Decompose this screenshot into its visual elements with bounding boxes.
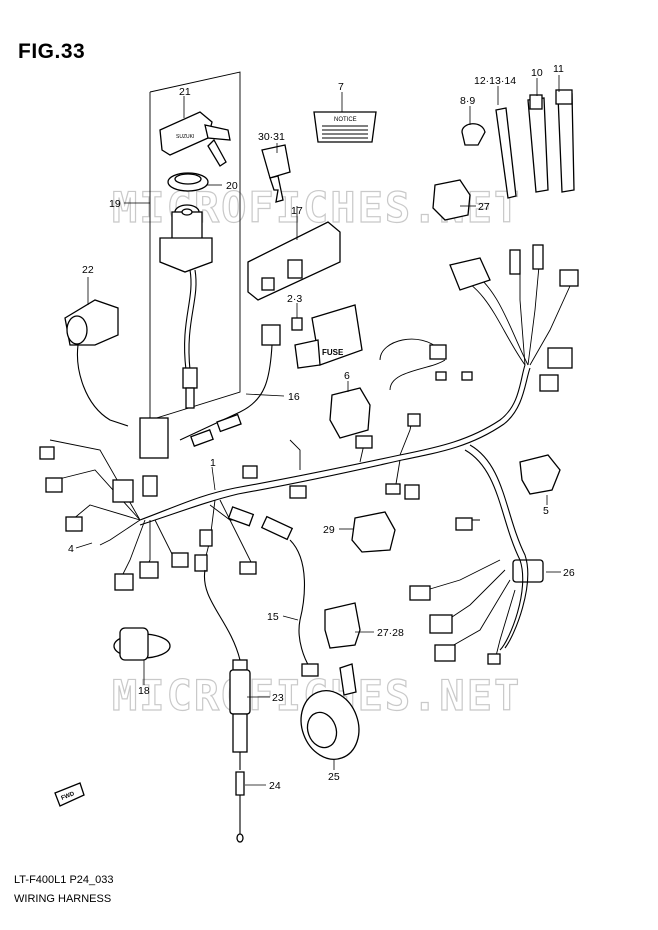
model-code: LT-F400L1 P24_033	[14, 874, 114, 886]
sub-harness-15	[289, 539, 319, 677]
callout-4: 4	[68, 543, 74, 555]
starter-relay	[324, 602, 361, 649]
fuse-holder: FUSE	[294, 304, 363, 369]
callout-23: 23	[272, 692, 284, 704]
callout-5: 5	[543, 505, 549, 517]
callout-10: 10	[531, 67, 543, 79]
sensor-18	[113, 627, 171, 661]
figure-title: FIG.33	[18, 40, 86, 63]
forward-arrow: FWD	[54, 782, 85, 807]
callout-15: 15	[267, 611, 279, 623]
callout-2-3: 2·3	[287, 293, 302, 305]
callout-18: 18	[138, 685, 150, 697]
callout-20: 20	[226, 180, 238, 192]
callout-27: 27	[478, 201, 490, 213]
cable-ties	[461, 89, 575, 199]
callout-30-31: 30·31	[258, 131, 285, 143]
section-name: WIRING HARNESS	[14, 893, 112, 905]
fuse-box-bracket	[247, 221, 341, 301]
notice-label: NOTICE	[313, 111, 377, 143]
coupler-top	[432, 179, 471, 221]
callout-1: 1	[210, 457, 216, 469]
ignition-switch-group: SUZUKI	[149, 71, 241, 421]
switch-body	[159, 204, 213, 409]
handlebar-switch	[64, 299, 129, 427]
main-harness	[39, 244, 579, 665]
forward-arrow-text: FWD	[61, 791, 77, 802]
callout-21: 21	[179, 86, 191, 98]
mounting-plate	[351, 511, 396, 553]
spare-key	[261, 144, 291, 203]
svg-text:SUZUKI: SUZUKI	[176, 134, 194, 140]
sensor-cable	[203, 569, 251, 843]
notice-label-text: NOTICE	[334, 117, 357, 123]
horn	[300, 663, 360, 760]
callouts: 21 20 19 22 30·31 7 17 2·3 6 1 16 4 5 27…	[68, 63, 575, 792]
callout-22: 22	[82, 264, 94, 276]
callout-16: 16	[288, 391, 300, 403]
callout-17: 17	[291, 205, 303, 217]
callout-11: 11	[553, 63, 564, 75]
leader-lines	[75, 75, 561, 786]
connector-boot	[519, 454, 561, 495]
callout-24: 24	[269, 780, 281, 792]
callout-26: 26	[563, 567, 575, 579]
sub-harness-16	[179, 324, 281, 447]
fuse-holder-text: FUSE	[322, 348, 344, 357]
callout-29: 29	[323, 524, 335, 536]
callout-25: 25	[328, 771, 340, 783]
ignition-key: SUZUKI	[159, 111, 231, 167]
callout-6: 6	[344, 370, 350, 382]
switch-nut	[167, 172, 209, 192]
relay	[329, 387, 371, 439]
callout-8-9: 8·9	[460, 95, 475, 107]
callout-12-13-14: 12·13·14	[474, 75, 516, 87]
callout-19: 19	[109, 198, 121, 210]
callout-7: 7	[338, 81, 344, 93]
callout-27-28: 27·28	[377, 627, 404, 639]
fuse	[291, 317, 303, 331]
